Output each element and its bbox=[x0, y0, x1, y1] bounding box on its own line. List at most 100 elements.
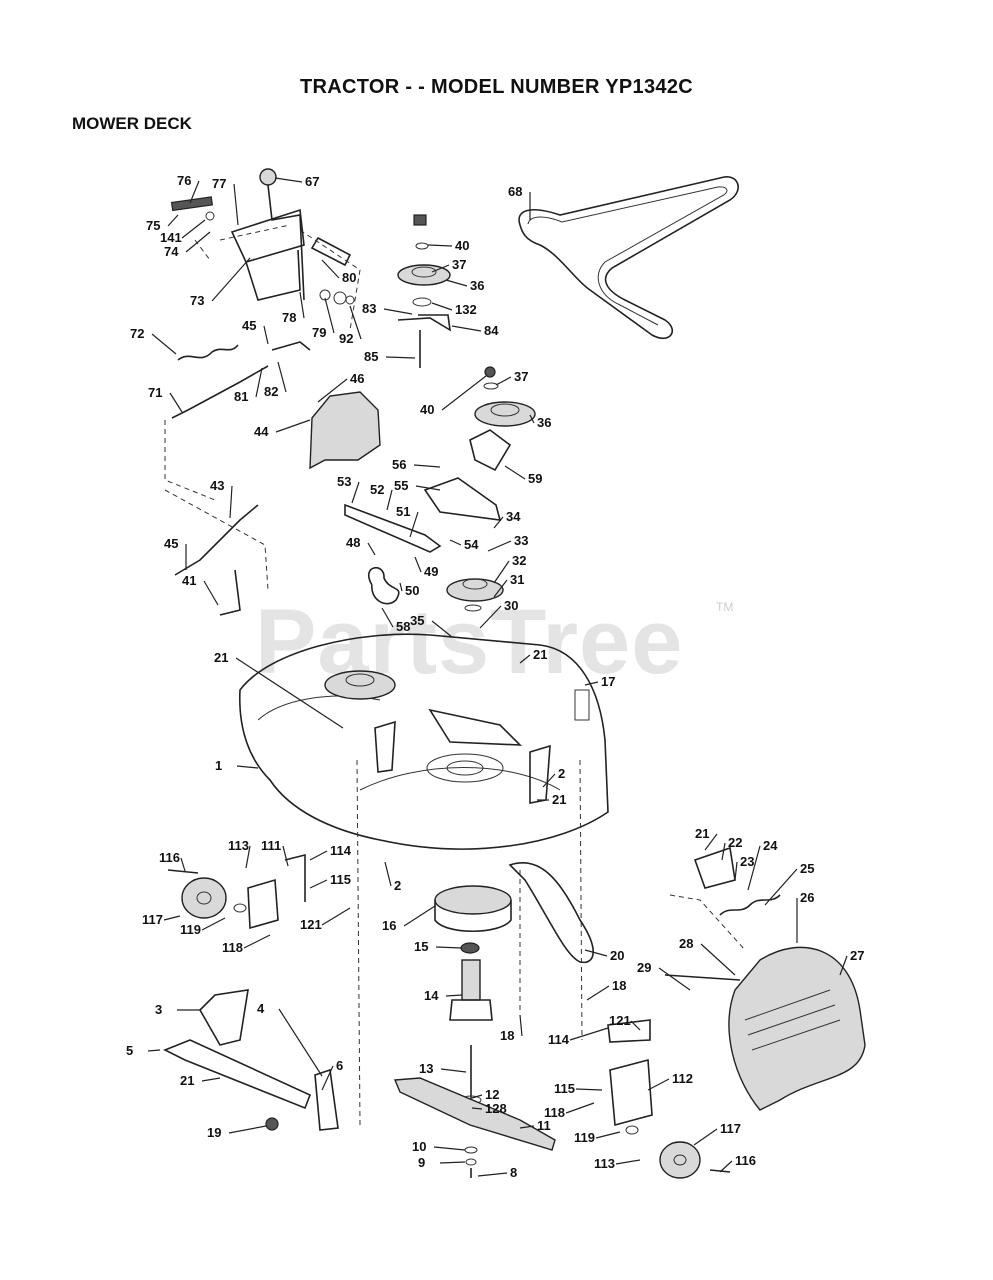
callout-36: 36 bbox=[445, 278, 484, 293]
callout-leader bbox=[595, 1131, 621, 1139]
callout-leader bbox=[167, 214, 179, 227]
callout-leader bbox=[275, 419, 311, 433]
idler-arm-55 bbox=[423, 477, 502, 521]
callout-number: 54 bbox=[464, 537, 479, 552]
callout-leader bbox=[519, 654, 531, 664]
callout-number: 35 bbox=[410, 613, 424, 628]
callout-number: 118 bbox=[544, 1105, 565, 1120]
callout-leader bbox=[151, 333, 177, 355]
callout-number: 132 bbox=[455, 302, 477, 317]
callout-leader bbox=[529, 414, 535, 424]
callout-16: 16 bbox=[382, 905, 436, 933]
callout-number: 114 bbox=[330, 843, 352, 858]
callout-43: 43 bbox=[210, 478, 233, 519]
callout-113: 113 bbox=[228, 838, 251, 869]
callout-number: 37 bbox=[514, 369, 528, 384]
callout-116: 116 bbox=[719, 1153, 756, 1173]
spindle-14 bbox=[449, 959, 493, 1021]
callout-leader bbox=[321, 1065, 334, 1091]
callout-leader bbox=[317, 378, 348, 403]
page-title: TRACTOR - - MODEL NUMBER YP1342C bbox=[300, 76, 693, 98]
bracket-59 bbox=[469, 429, 512, 472]
callout-number: 46 bbox=[350, 371, 364, 386]
callout-number: 112 bbox=[672, 1071, 693, 1086]
callout-116: 116 bbox=[159, 850, 186, 872]
callout-84: 84 bbox=[451, 323, 499, 338]
callout-leader bbox=[471, 1107, 483, 1110]
discharge-chute-27 bbox=[728, 946, 866, 1111]
callout-36: 36 bbox=[529, 414, 551, 430]
callout-leader bbox=[519, 1014, 523, 1037]
callout-leader bbox=[169, 392, 183, 413]
callout-leader bbox=[201, 917, 226, 931]
callout-leader bbox=[700, 943, 736, 976]
callout-119: 119 bbox=[574, 1130, 621, 1145]
callout-58: 58 bbox=[381, 607, 410, 634]
callout-leader bbox=[584, 681, 599, 686]
callout-number: 71 bbox=[148, 385, 162, 400]
callout-44: 44 bbox=[254, 419, 311, 439]
callout-leader bbox=[439, 1161, 466, 1164]
callout-83: 83 bbox=[362, 301, 413, 316]
callout-30: 30 bbox=[479, 598, 518, 629]
callout-41: 41 bbox=[182, 573, 219, 606]
callout-number: 77 bbox=[212, 176, 226, 191]
callout-number: 21 bbox=[180, 1073, 194, 1088]
callout-27: 27 bbox=[839, 948, 864, 976]
callout-leader bbox=[586, 985, 610, 1001]
callout-number: 37 bbox=[452, 257, 466, 272]
callout-number: 41 bbox=[182, 573, 196, 588]
callout-40: 40 bbox=[427, 238, 469, 253]
callout-48: 48 bbox=[346, 535, 376, 556]
callout-number: 52 bbox=[370, 482, 384, 497]
callout-85: 85 bbox=[364, 349, 416, 364]
callout-number: 78 bbox=[282, 310, 296, 325]
callout-leader bbox=[693, 1128, 718, 1146]
callout-80: 80 bbox=[321, 259, 356, 285]
callout-leader bbox=[704, 833, 718, 851]
callout-number: 15 bbox=[414, 939, 428, 954]
callout-37: 37 bbox=[431, 257, 466, 273]
shield-44 bbox=[309, 391, 381, 470]
callout-number: 113 bbox=[228, 838, 249, 853]
callout-leader bbox=[163, 915, 181, 921]
callout-number: 14 bbox=[424, 988, 439, 1003]
callout-number: 2 bbox=[558, 766, 565, 781]
callout-leader bbox=[493, 560, 510, 584]
spring-72 bbox=[177, 344, 239, 361]
callout-5: 5 bbox=[126, 1043, 161, 1058]
callout-number: 21 bbox=[533, 647, 547, 662]
lift-link-71 bbox=[171, 365, 269, 419]
callout-leader bbox=[764, 868, 798, 906]
callout-number: 21 bbox=[552, 792, 566, 807]
callout-leader bbox=[413, 464, 441, 468]
callout-leader bbox=[228, 1125, 267, 1134]
callout-number: 25 bbox=[800, 861, 814, 876]
callout-51: 51 bbox=[396, 504, 419, 538]
callout-number: 19 bbox=[207, 1125, 221, 1140]
callout-number: 49 bbox=[424, 564, 438, 579]
callout-leader bbox=[477, 1172, 508, 1177]
callout-74: 74 bbox=[164, 231, 211, 259]
callout-number: 16 bbox=[382, 918, 396, 933]
callout-leader bbox=[321, 259, 340, 279]
callout-82: 82 bbox=[264, 361, 287, 399]
callout-37: 37 bbox=[495, 369, 528, 386]
callout-leader bbox=[201, 1077, 221, 1082]
callout-2: 2 bbox=[384, 861, 401, 893]
callout-number: 43 bbox=[210, 478, 224, 493]
callout-leader bbox=[719, 1160, 733, 1173]
callout-68: 68 bbox=[508, 184, 531, 220]
callout-73: 73 bbox=[190, 257, 251, 308]
callout-number: 117 bbox=[720, 1121, 741, 1136]
bracket-3 bbox=[199, 989, 249, 1046]
callout-number: 21 bbox=[214, 650, 228, 665]
callout-leader bbox=[367, 542, 376, 556]
callout-45: 45 bbox=[242, 318, 269, 345]
callout-number: 10 bbox=[412, 1139, 426, 1154]
callout-number: 40 bbox=[455, 238, 469, 253]
callout-leader bbox=[383, 308, 413, 315]
callout-leader bbox=[385, 356, 416, 359]
callout-10: 10 bbox=[412, 1139, 466, 1154]
